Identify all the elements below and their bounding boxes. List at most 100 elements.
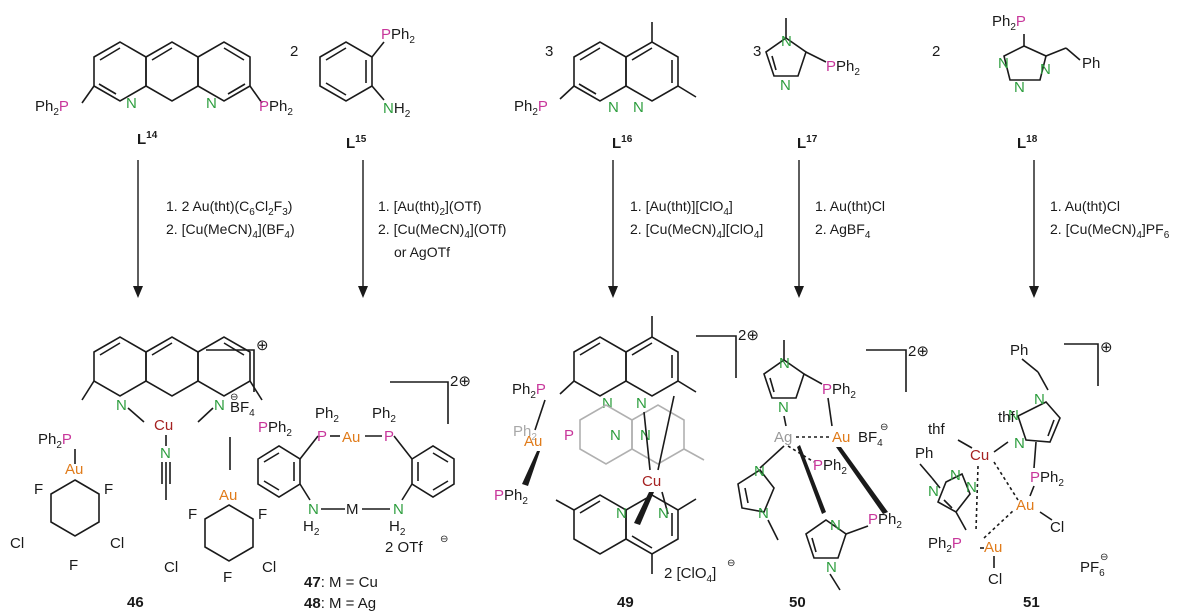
- product-50-structure: N N PPh2 Ag Au PPh2 N N N N PPh2 2⊕ BF4 …: [737, 340, 929, 611]
- cond-46-line2: 2. [Cu(MeCN)4](BF4): [166, 221, 295, 241]
- p51-thf-right: thf: [998, 409, 1016, 426]
- product-46-structure: N N Cu N Ph2P PPh2 Au Au F F Cl Cl F F F…: [10, 336, 292, 611]
- p47-p-right: P: [384, 428, 394, 445]
- l15-nh2: NH2: [383, 100, 411, 120]
- p46-nitrile-n: N: [160, 445, 171, 462]
- p49-n3: N: [616, 505, 627, 522]
- p46-cl4: Cl: [262, 559, 276, 576]
- l15-pph2: PPh2: [381, 26, 415, 46]
- l16-ph2p: Ph2P: [514, 98, 548, 118]
- p49-cu: Cu: [642, 473, 661, 490]
- p46-cl3: Cl: [164, 559, 178, 576]
- p46-cu: Cu: [154, 417, 173, 434]
- p51-au-left: Au: [984, 539, 1002, 556]
- cond-47-line1: 1. [Au(tht)2](OTf): [378, 198, 482, 218]
- p50-au: Au: [832, 429, 850, 446]
- l18-n1: N: [998, 55, 1009, 72]
- p51-cl-left: Cl: [988, 571, 1002, 588]
- p46-bf4: BF4: [230, 399, 255, 419]
- p51-thf-left: thf: [928, 421, 946, 438]
- p50-charge: 2⊕: [908, 343, 929, 360]
- ligand-l14-label: L14: [137, 130, 158, 148]
- cond-51-line2: 2. [Cu(MeCN)4]PF6: [1050, 221, 1170, 241]
- l16-stoich: 3: [545, 43, 553, 60]
- p51-ph-top: Ph: [1010, 342, 1028, 359]
- p46-f4: F: [188, 506, 197, 523]
- p46-n-left: N: [116, 397, 127, 414]
- p47-otf: 2 OTf: [385, 539, 423, 556]
- p51-plus: ⊕: [1100, 339, 1113, 356]
- ligand-l16-label: L16: [612, 134, 633, 152]
- p46-f1: F: [34, 481, 43, 498]
- ligand-l17-label: L17: [797, 134, 818, 152]
- ligand-l15-label: L15: [346, 134, 367, 152]
- p51-n6: N: [966, 479, 977, 496]
- p50-ag: Ag: [774, 429, 792, 446]
- p49-n4: N: [658, 505, 669, 522]
- cond-50-line1: 1. Au(tht)Cl: [815, 198, 885, 214]
- ph2p-left: Ph2P: [35, 98, 69, 118]
- p49-ph2p: Ph2P: [512, 381, 546, 401]
- cond-50-line2: 2. AgBF4: [815, 221, 871, 241]
- product-47-structure: P P Ph2 Ph2 Au N H2 N H2 M 2⊕ 2 OTf ⊖ 47…: [257, 373, 471, 612]
- p47-ph2-right: Ph2: [372, 405, 396, 425]
- p50-pph2-mid: PPh2: [813, 457, 847, 477]
- p50-bf4: BF4: [858, 429, 883, 449]
- l17-stoich: 3: [753, 43, 761, 60]
- p51-n3: N: [1014, 435, 1025, 452]
- p50-n5: N: [830, 517, 841, 534]
- cond-47-line2: 2. [Cu(MeCN)4](OTf): [378, 221, 506, 241]
- product-47-label: 47: M = Cu: [304, 574, 378, 591]
- p49-n1: N: [602, 395, 613, 412]
- p49-grey-p: P: [564, 427, 574, 444]
- p49-pph2: PPh2: [494, 487, 528, 507]
- product-51-label: 51: [1023, 594, 1040, 611]
- p51-n1: N: [1034, 391, 1045, 408]
- l18-n3: N: [1040, 61, 1051, 78]
- product-46-label: 46: [127, 594, 144, 611]
- p51-n4: N: [928, 483, 939, 500]
- l18-ph2p: Ph2P: [992, 13, 1026, 33]
- p49-n2: N: [636, 395, 647, 412]
- p49-grey-ph2: Ph2: [513, 423, 537, 443]
- p46-au-right: Au: [219, 487, 237, 504]
- l18-n2: N: [1014, 79, 1025, 96]
- product-50-label: 50: [789, 594, 806, 611]
- p47-nh2-right: N: [393, 501, 404, 518]
- pph2-right: PPh2: [259, 98, 293, 118]
- p46-cl1: Cl: [10, 535, 24, 552]
- arrow-46: [133, 160, 143, 298]
- p49-charge: 2⊕: [738, 327, 759, 344]
- p51-ph-left: Ph: [915, 445, 933, 462]
- product-49-structure: N N Ph2P Ph2 P N N Au PPh2 Cu N N 2⊕: [494, 316, 759, 611]
- product-48-label: 48: M = Ag: [304, 595, 376, 612]
- p46-bf4-minus: ⊖: [230, 392, 238, 403]
- l18-stoich: 2: [932, 43, 940, 60]
- p51-au-right: Au: [1016, 497, 1034, 514]
- l17-pph2: PPh2: [826, 58, 860, 78]
- ligand-l14-structure: N N Ph2P PPh2 L14: [35, 41, 293, 148]
- p51-pf6-minus: ⊖: [1100, 552, 1108, 563]
- p47-h2-left: H2: [303, 518, 320, 538]
- p51-n2: N: [1008, 407, 1019, 424]
- p46-au-left: Au: [65, 461, 83, 478]
- p47-h2-right: H2: [389, 518, 406, 538]
- p50-bf4-minus: ⊖: [880, 422, 888, 433]
- p46-plus: ⊕: [256, 337, 269, 354]
- product-51-structure: Ph N N N thf PPh2 Au Cl thf Cu Ph N N N …: [915, 339, 1113, 611]
- p50-n6: N: [826, 559, 837, 576]
- ligand-l18-label: L18: [1017, 134, 1038, 152]
- l16-n1: N: [608, 99, 619, 116]
- p46-f3: F: [69, 557, 78, 574]
- ligand-l18-structure: 2 Ph2P N N N Ph L18: [932, 13, 1100, 152]
- arrow-50: [794, 160, 804, 298]
- ligand-l17-structure: 3 N N PPh2 L17: [753, 18, 860, 152]
- atom-n-right: N: [206, 95, 217, 112]
- p50-pph2-bottom: PPh2: [868, 511, 902, 531]
- p46-ph2p-left: Ph2P: [38, 431, 72, 451]
- p50-n4: N: [758, 505, 769, 522]
- p47-ph2-left: Ph2: [315, 405, 339, 425]
- cond-49-line1: 1. [Au(tht)][ClO4]: [630, 198, 733, 218]
- ligand-l15-structure: 2 PPh2 NH2 L15: [290, 26, 415, 152]
